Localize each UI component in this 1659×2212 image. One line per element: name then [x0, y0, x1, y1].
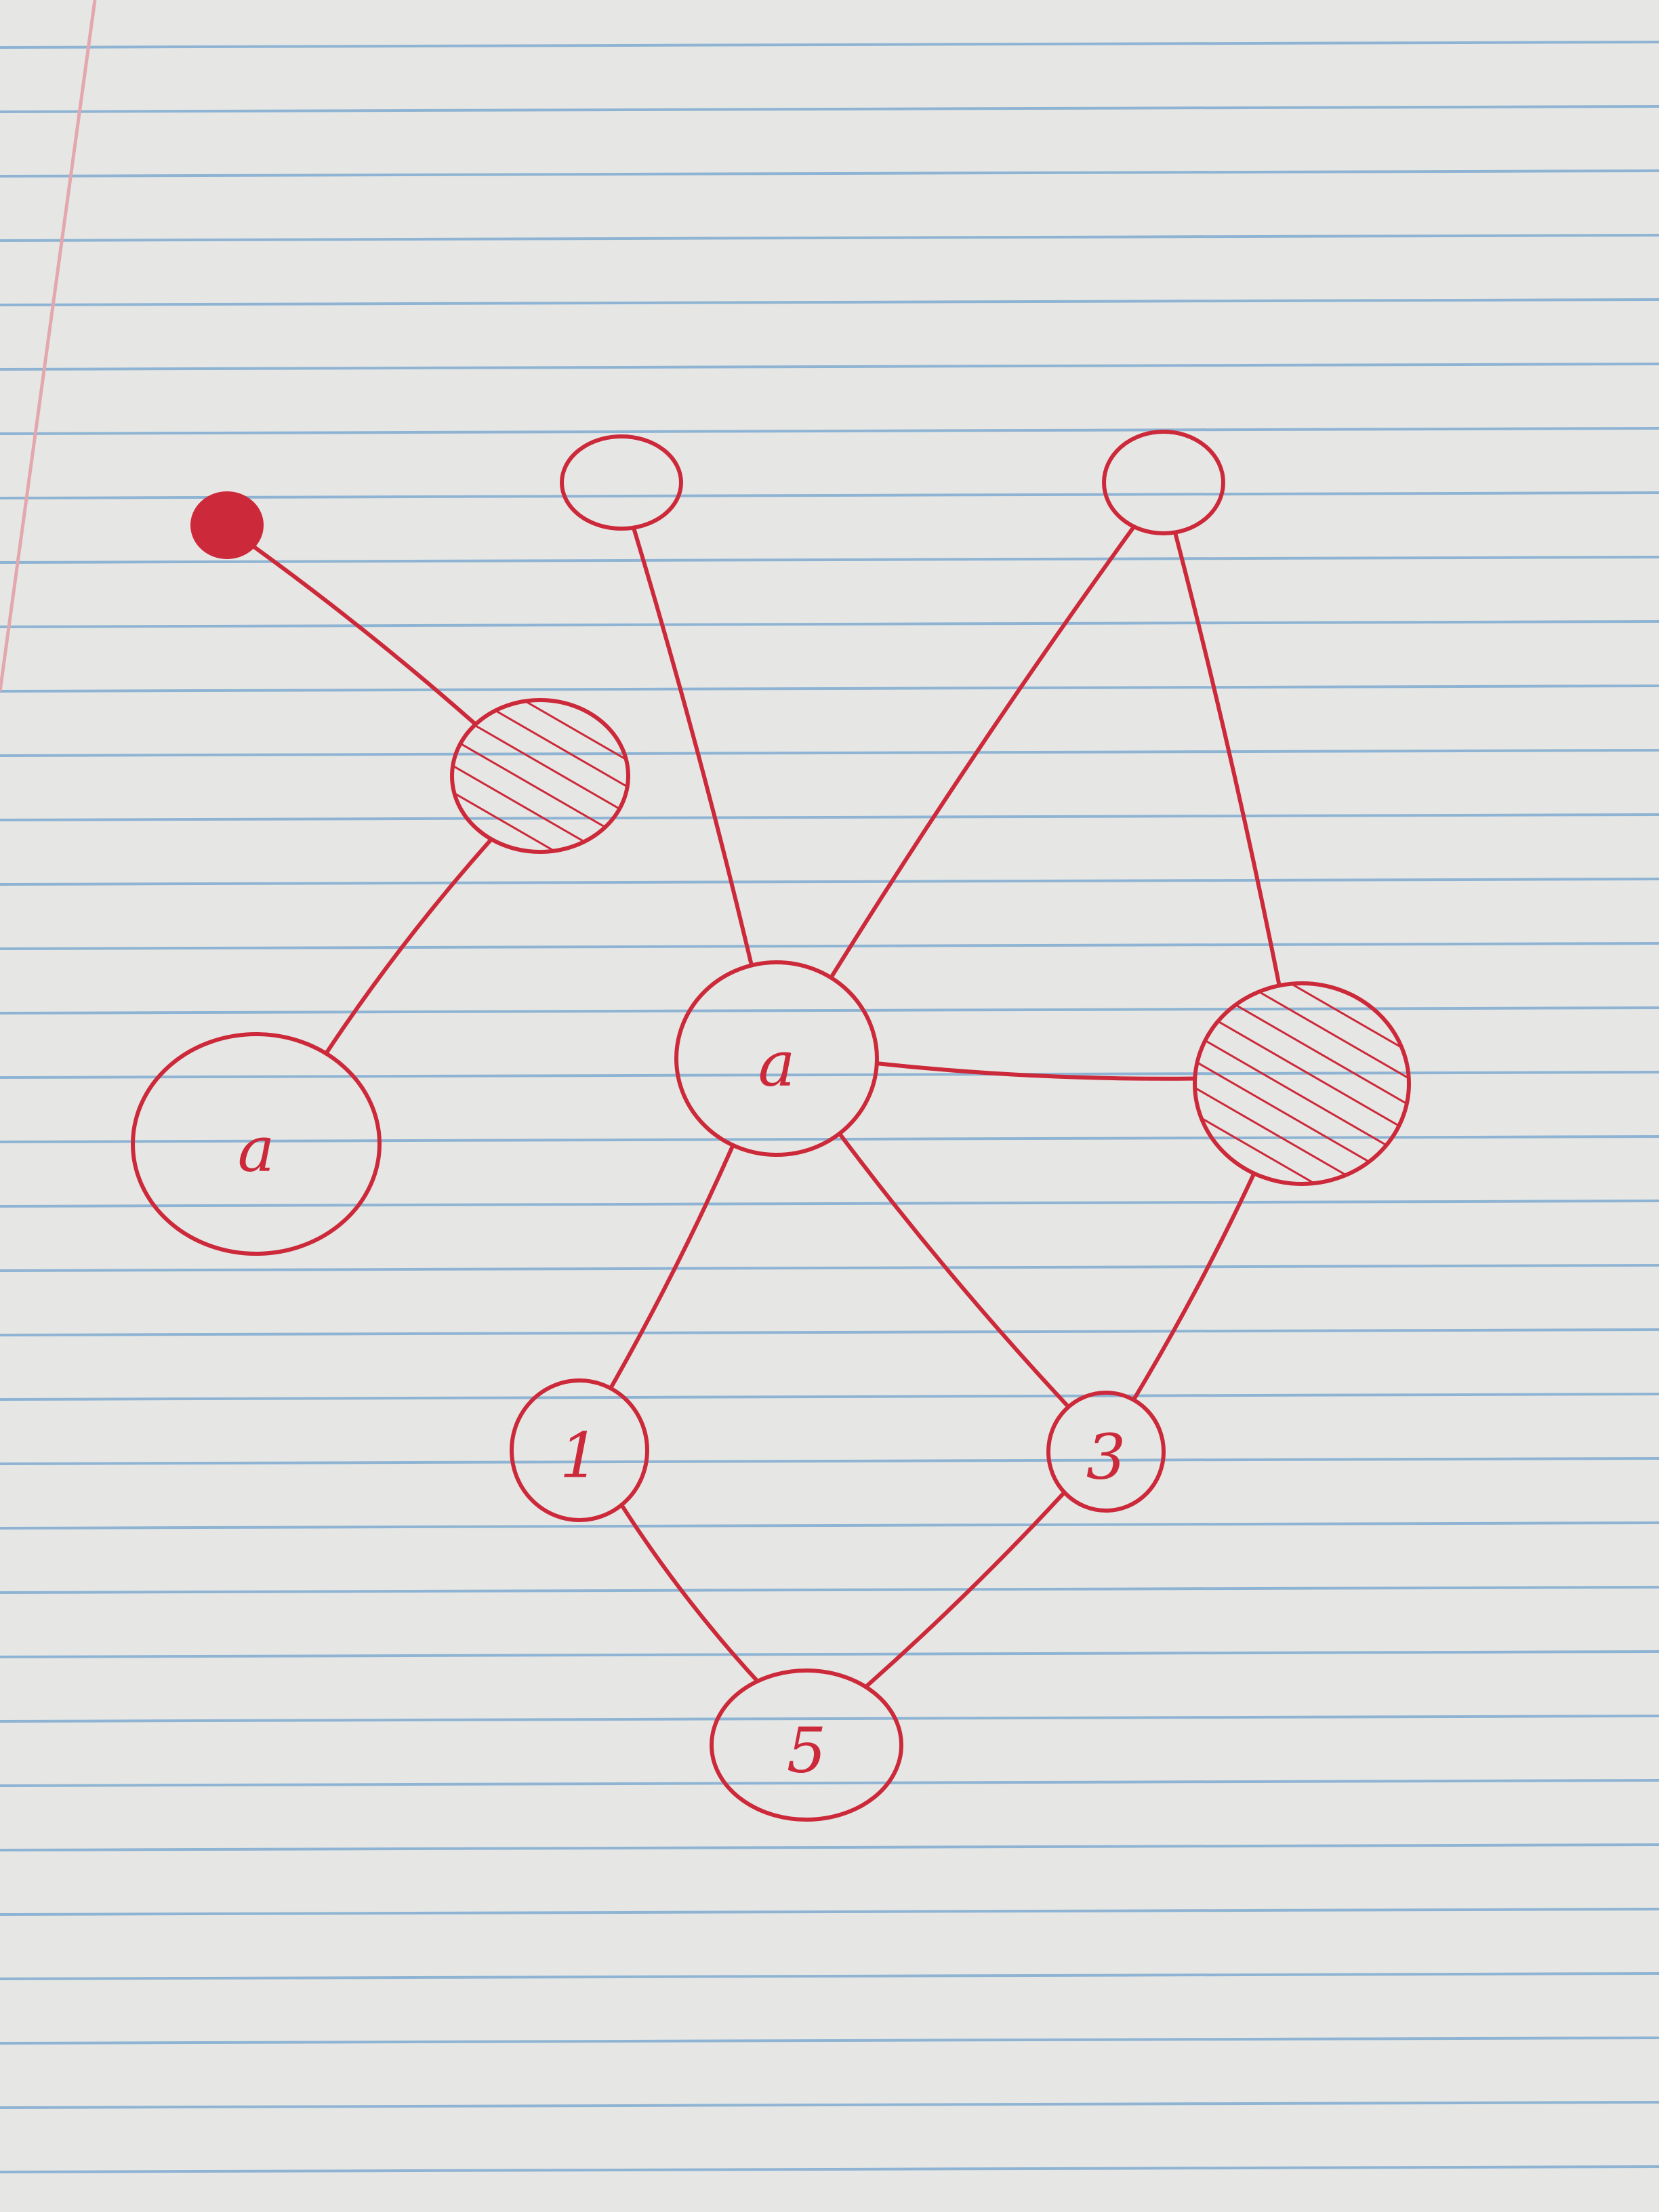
node-top-mid: [560, 434, 683, 531]
edge-n3-n5: [865, 1490, 1067, 1687]
rule-line: [0, 878, 1659, 886]
node-dot: [190, 491, 264, 559]
node-top-right: [1102, 430, 1225, 535]
node-a-left-circle: [131, 1032, 382, 1256]
edge-top-right-hatch-right: [1173, 530, 1282, 988]
node-top-mid-circle: [560, 434, 683, 531]
nodes: a a 1 3 5: [131, 430, 1411, 1822]
edge-top-right-a-center: [829, 525, 1136, 980]
rule-line: [0, 1264, 1659, 1272]
edge-n1-n5: [619, 1502, 758, 1682]
edge-hatch-right-n3: [1131, 1171, 1256, 1402]
rule-line: [0, 942, 1659, 950]
node-hatch-right: [1193, 981, 1411, 1186]
node-n1-circle: [510, 1378, 649, 1522]
rule-line: [0, 1006, 1659, 1015]
rule-line: [0, 749, 1659, 757]
node-hatch-right-circle: [1193, 981, 1411, 1186]
rule-line: [0, 1843, 1659, 1851]
node-dot-circle: [190, 491, 264, 559]
edge-a-center-hatch-right: [874, 1061, 1197, 1081]
rule-line: [0, 1200, 1659, 1208]
node-n1: 1: [510, 1378, 649, 1522]
rule-line: [0, 298, 1659, 306]
node-a-left: a: [131, 1032, 382, 1256]
node-n3: 3: [1046, 1391, 1166, 1513]
edge-dot-hatch-left: [251, 544, 477, 726]
rule-line: [0, 1393, 1659, 1401]
rule-line: [0, 620, 1659, 628]
rule-line: [0, 2165, 1659, 2173]
edge-hatch-left-a-left: [324, 838, 493, 1055]
node-a-left-label: a: [238, 1113, 275, 1186]
node-hatch-left: [450, 698, 630, 854]
node-a-center-label: a: [758, 1028, 796, 1101]
rule-line: [0, 1972, 1659, 1980]
edge-top-mid-a-center: [632, 526, 754, 968]
node-n3-circle: [1046, 1391, 1166, 1513]
rule-line: [0, 1521, 1659, 1530]
rule-line: [0, 491, 1659, 499]
node-n5-circle: [710, 1668, 903, 1822]
rule-line: [0, 2101, 1659, 2109]
rule-line: [0, 169, 1659, 178]
rule-line: [0, 1328, 1659, 1336]
rule-line: [0, 2036, 1659, 2045]
rule-line: [0, 105, 1659, 113]
rule-line: [0, 234, 1659, 242]
node-a-center: a: [674, 960, 879, 1157]
rule-line: [0, 363, 1659, 371]
node-n3-label: 3: [1086, 1421, 1126, 1494]
rule-line: [0, 1650, 1659, 1658]
node-n1-label: 1: [560, 1420, 600, 1492]
rule-line: [0, 1779, 1659, 1787]
rule-line: [0, 813, 1659, 821]
edge-a-center-n3: [837, 1131, 1071, 1409]
node-n5: 5: [710, 1668, 903, 1822]
node-a-center-circle: [674, 960, 879, 1157]
rule-line: [0, 41, 1659, 49]
edges: [251, 525, 1282, 1687]
rule-line: [0, 1586, 1659, 1594]
node-top-right-circle: [1102, 430, 1225, 535]
rule-line: [0, 1715, 1659, 1723]
rule-line: [0, 1457, 1659, 1465]
rule-line: [0, 427, 1659, 435]
margin-line: [0, 0, 97, 692]
edge-a-center-n1: [609, 1143, 735, 1391]
rule-line: [0, 1908, 1659, 1916]
node-hatch-left-circle: [450, 698, 630, 854]
node-n5-label: 5: [787, 1715, 827, 1787]
rule-line: [0, 684, 1659, 693]
